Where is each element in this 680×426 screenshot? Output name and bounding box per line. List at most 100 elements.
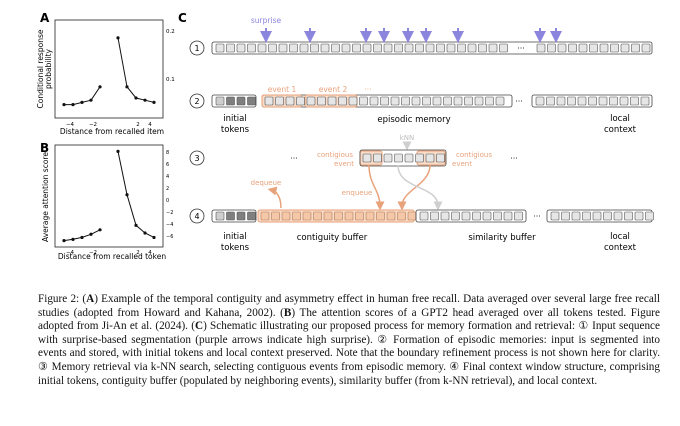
row-4-ellipsis: ··· (533, 212, 541, 221)
memory-token (296, 96, 305, 106)
panel-c-letter: C (178, 11, 187, 25)
similarity-buffer-label: similarity buffer (468, 233, 536, 243)
memory-token (390, 96, 400, 106)
caption-a-letter: A (86, 293, 95, 305)
memory-token (380, 96, 389, 106)
retrieved-token (373, 153, 382, 163)
retrieved-token (425, 153, 435, 163)
knn-label: kNN (400, 134, 415, 142)
local-token (577, 96, 587, 106)
enqueue-label: enqueue (342, 189, 373, 197)
panel-a-data-point (125, 85, 129, 89)
panel-b-data-point (116, 149, 120, 153)
panel-b-data-point (71, 237, 75, 241)
row-2-initial-line2: tokens (221, 125, 250, 135)
local-token (550, 211, 560, 221)
input-token (341, 43, 351, 53)
retrieval-arrows (267, 164, 443, 211)
panel-b-xtick: 4 (148, 250, 152, 256)
panel-a-series-line-right (117, 37, 155, 103)
panel-b-ytick: 6 (166, 162, 169, 168)
panel-b-data-point (80, 235, 84, 240)
panel-b-ytick: 4 (166, 174, 169, 180)
input-token (589, 43, 598, 53)
memory-token (411, 96, 421, 106)
input-token (394, 43, 403, 53)
memory-token (432, 96, 442, 106)
input-token (215, 43, 225, 53)
initial-token (215, 211, 225, 221)
panel-b-data-point (89, 232, 93, 236)
panel-b-data-point (62, 239, 66, 243)
svg-text:3: 3 (194, 154, 199, 163)
retrieved-token (404, 153, 414, 163)
input-token (478, 43, 487, 53)
contiguity-token (302, 211, 312, 221)
contiguity-token (292, 211, 301, 221)
panel-a-data-point (62, 103, 66, 107)
panel-b-frame (54, 144, 164, 248)
retrieved-token (362, 153, 372, 163)
panel-a-data-point (71, 103, 75, 107)
panel-b-data-point (152, 235, 156, 240)
input-token (557, 43, 567, 53)
panel-a-xtick: −2 (89, 122, 97, 128)
contiguity-buffer-label: contiguity buffer (297, 233, 368, 243)
memory-token (264, 96, 274, 106)
memory-token (453, 96, 463, 106)
panel-a-ylabel-line1: Conditional response (36, 29, 45, 108)
local-token (571, 211, 581, 221)
caption-c-text: ) Schematic illustrating our proposed pr… (38, 320, 660, 387)
row-number-4: 4 (189, 208, 205, 224)
local-token (546, 96, 555, 106)
panel-a-data-point (80, 100, 84, 105)
contiguous-event-left-line1: contigious (317, 151, 353, 159)
svg-text:2: 2 (194, 97, 199, 106)
contiguity-token (344, 211, 354, 221)
row-number-1: 1 (189, 40, 205, 56)
local-token (588, 96, 597, 106)
initial-tokens-block (211, 94, 257, 108)
panel-a: A Conditional response probability Dista… (36, 11, 175, 136)
contiguity-token (376, 211, 385, 221)
panel-a-xtick: −4 (66, 122, 75, 128)
panel-a-data-point (89, 98, 93, 102)
panel-b-ytick: 8 (166, 150, 169, 156)
similarity-token (493, 211, 502, 221)
row-number-2: 2 (189, 93, 205, 109)
similarity-buffer-block (415, 209, 527, 223)
panel-b-xlabel: Distance from recalled token (58, 252, 166, 261)
contiguity-token (271, 211, 280, 221)
local-token (619, 96, 629, 106)
similarity-token (514, 211, 523, 221)
panel-b-data-point (143, 231, 147, 235)
panel-b: B Average attention score Distance from … (40, 141, 173, 261)
input-token (320, 43, 330, 53)
input-token (631, 43, 640, 53)
panel-a-data-point (152, 100, 156, 105)
local-token (634, 211, 644, 221)
input-token (278, 43, 288, 53)
row-number-3: 3 (189, 150, 205, 166)
panel-a-frame (54, 19, 164, 119)
row-1-input-sequence (211, 41, 653, 55)
panel-b-data-point (98, 228, 102, 232)
caption-label: Figure 2: ( (38, 293, 87, 305)
panel-b-ytick: 2 (166, 186, 169, 192)
panel-b-ytick: −6 (166, 234, 173, 240)
row-4-context-window (211, 209, 654, 223)
event-2-label: event 2 (319, 85, 348, 94)
contiguity-token (355, 211, 364, 221)
local-token (645, 211, 654, 221)
panel-a-data-point (134, 96, 138, 100)
initial-token (247, 211, 256, 221)
svg-text:1: 1 (194, 44, 199, 53)
similarity-token (482, 211, 492, 221)
row-2-ellipsis: ··· (515, 97, 523, 106)
contiguous-event-right-line1: contigious (456, 151, 492, 159)
initial-token (236, 96, 246, 106)
local-token (556, 96, 566, 106)
memory-token (275, 96, 284, 106)
contiguity-token (386, 211, 396, 221)
input-token (620, 43, 630, 53)
